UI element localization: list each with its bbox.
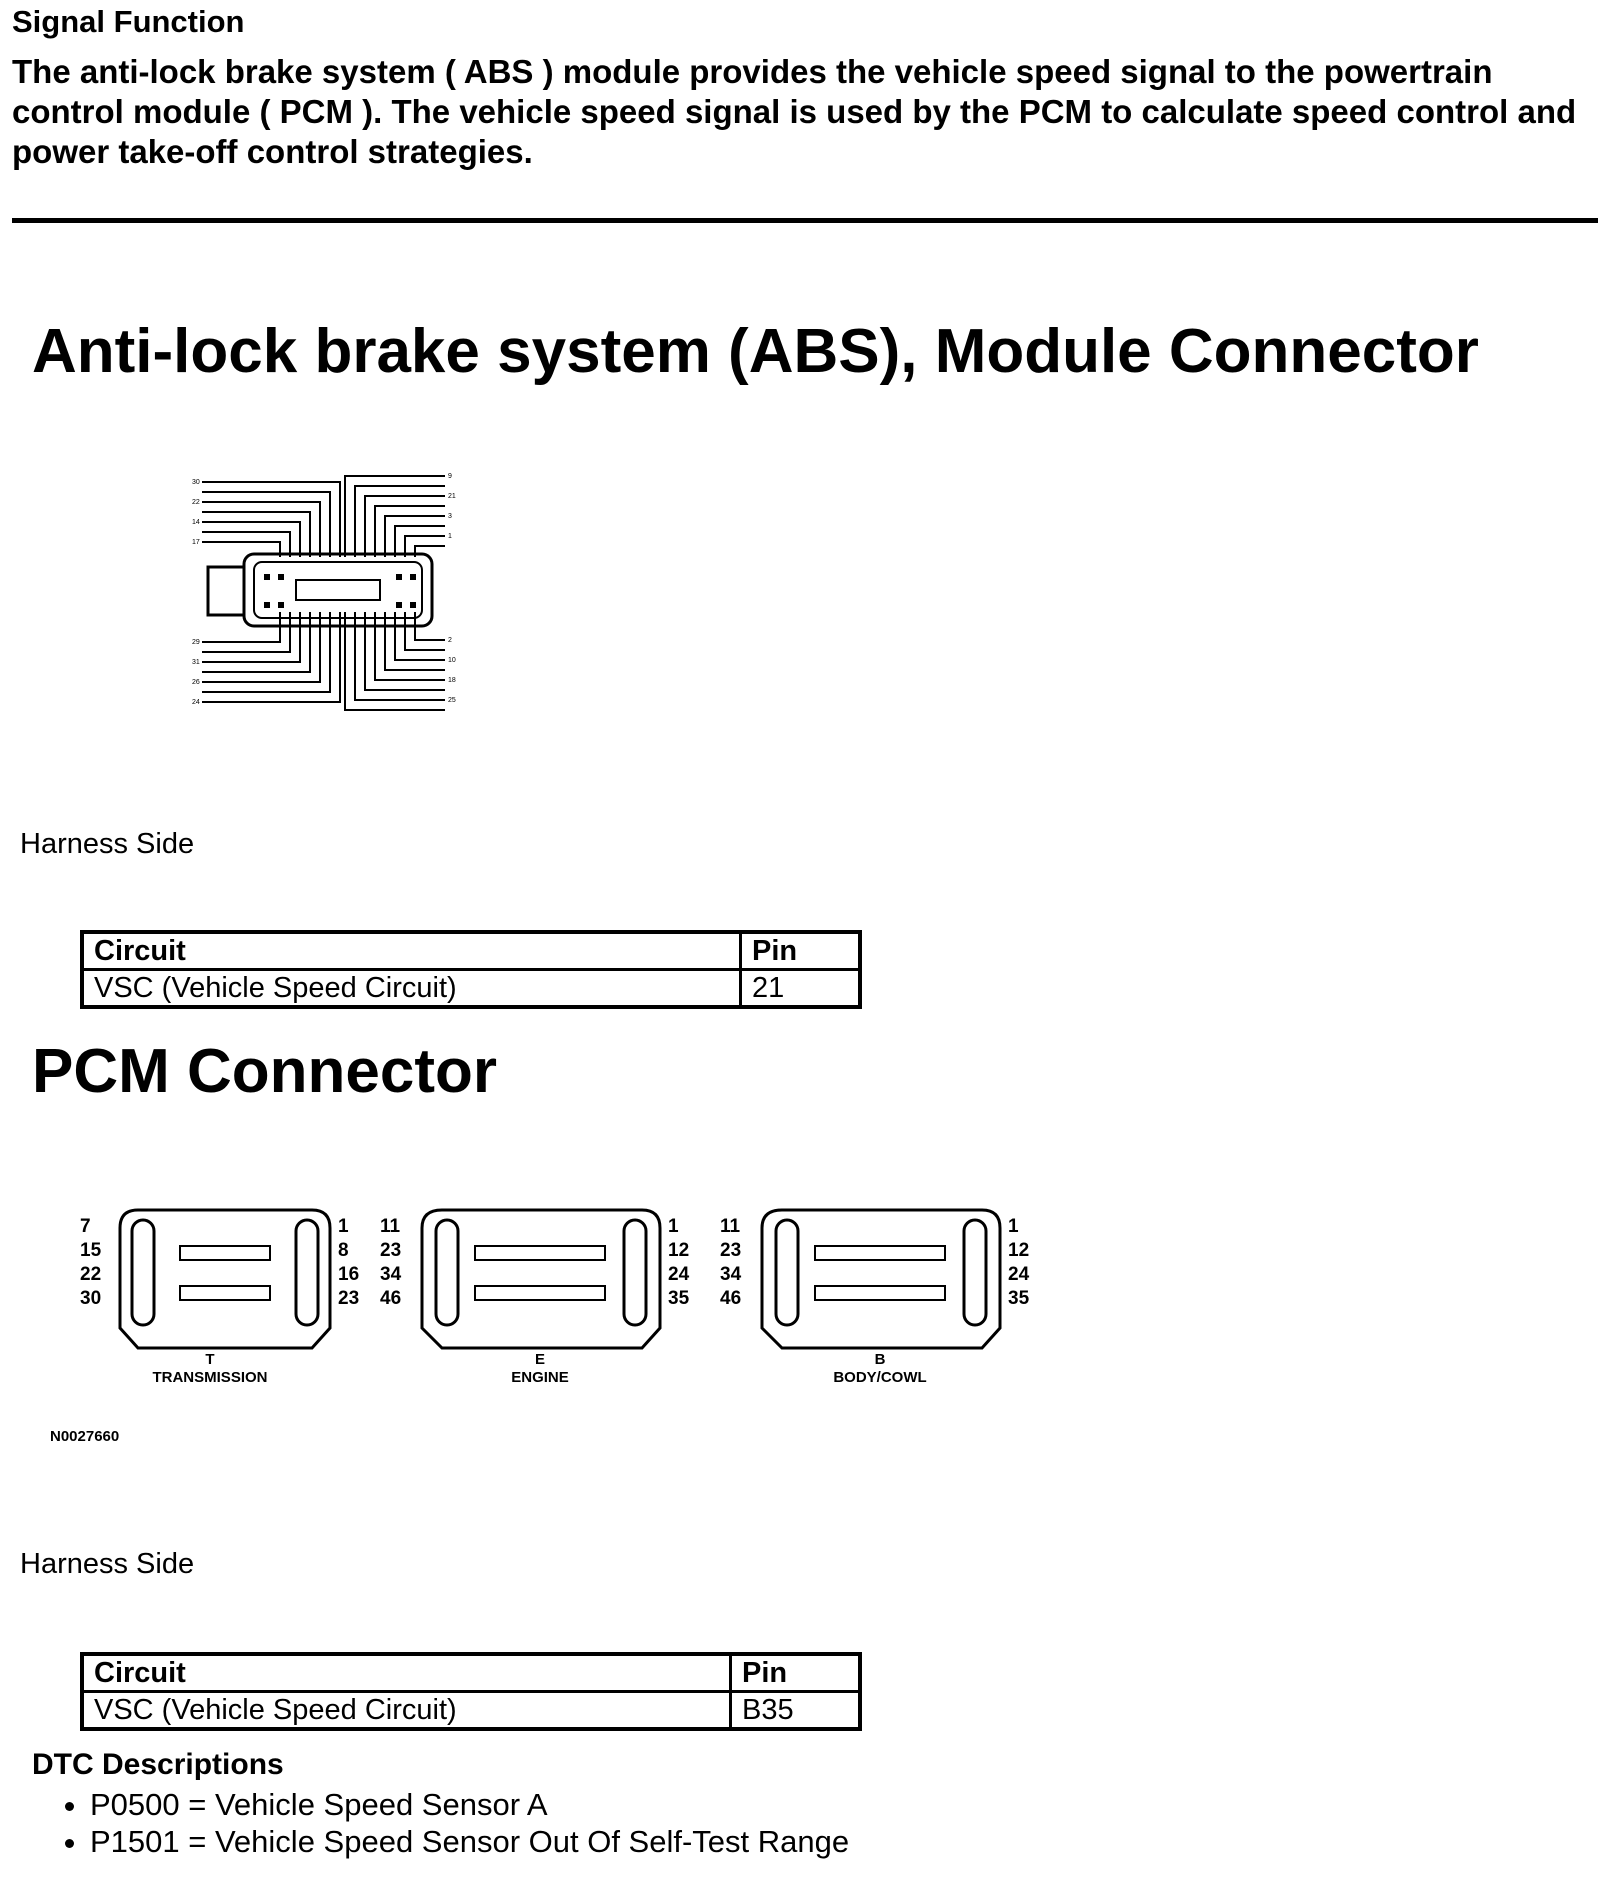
svg-text:22: 22 (192, 499, 200, 506)
svg-text:24: 24 (192, 699, 200, 706)
pin-label: 34 (380, 1264, 402, 1285)
pcm-connector-diagram: 7 15 22 30 1 8 16 23 11 23 34 46 1 12 24… (80, 1208, 1030, 1386)
svg-text:31: 31 (192, 659, 200, 666)
pin-label: 12 (668, 1240, 689, 1261)
list-item: P1501 = Vehicle Speed Sensor Out Of Self… (90, 1823, 849, 1860)
svg-text:18: 18 (448, 677, 456, 684)
signal-function-text: The anti-lock brake system ( ABS ) modul… (12, 53, 1577, 170)
pin-label: 1 (338, 1216, 349, 1237)
svg-text:2: 2 (448, 637, 452, 644)
figure-id: N0027660 (50, 1428, 120, 1445)
list-item: P0500 = Vehicle Speed Sensor A (90, 1786, 849, 1823)
pin-label: 24 (668, 1264, 690, 1285)
pin-label: 35 (1008, 1288, 1030, 1309)
pin-label: 23 (720, 1240, 741, 1261)
pin-label: 12 (1008, 1240, 1029, 1261)
circuit-column-header: Circuit (80, 930, 742, 971)
pin-column-header: Pin (739, 930, 862, 971)
svg-text:21: 21 (448, 493, 456, 500)
circuit-cell: VSC (Vehicle Speed Circuit) (80, 968, 742, 1009)
pin-label: 35 (668, 1288, 690, 1309)
dtc-heading: DTC Descriptions (32, 1748, 284, 1781)
pin-column-header: Pin (729, 1652, 862, 1693)
connector-name: BODY/COWL (833, 1369, 926, 1386)
connector-letter: E (535, 1351, 545, 1368)
table-header-row: Circuit Pin (80, 1652, 862, 1693)
pin-label: 16 (338, 1264, 359, 1285)
pin-label: 46 (720, 1288, 741, 1309)
pin-label: 1 (668, 1216, 679, 1237)
pcm-harness-side-label: Harness Side (20, 1548, 195, 1580)
svg-text:25: 25 (448, 697, 456, 704)
section-divider (12, 218, 1598, 223)
pin-label: 24 (1008, 1264, 1030, 1285)
dtc-list: P0500 = Vehicle Speed Sensor A P1501 = V… (50, 1786, 849, 1860)
svg-text:1: 1 (448, 533, 452, 540)
pin-label: 11 (380, 1216, 401, 1237)
svg-text:17: 17 (192, 539, 200, 546)
circuit-column-header: Circuit (80, 1652, 732, 1693)
svg-text:29: 29 (192, 639, 200, 646)
pin-label: 23 (380, 1240, 401, 1261)
connector-name: TRANSMISSION (152, 1369, 267, 1386)
abs-circuit-table: Circuit Pin VSC (Vehicle Speed Circuit) … (80, 930, 862, 1009)
pcm-connector-heading: PCM Connector (32, 1037, 497, 1106)
svg-text:26: 26 (192, 679, 200, 686)
abs-connector-heading: Anti-lock brake system (ABS), Module Con… (32, 317, 1479, 386)
connector-letter: B (875, 1351, 886, 1368)
pin-label: 11 (720, 1216, 741, 1237)
pcm-circuit-table: Circuit Pin VSC (Vehicle Speed Circuit) … (80, 1652, 862, 1731)
pin-label: 34 (720, 1264, 742, 1285)
svg-text:14: 14 (192, 519, 200, 526)
abs-harness-side-label: Harness Side (20, 828, 195, 860)
pin-label: 7 (80, 1216, 91, 1237)
pin-cell: 21 (739, 968, 862, 1009)
svg-text:10: 10 (448, 657, 456, 664)
pin-label: 15 (80, 1240, 102, 1261)
pin-label: 1 (1008, 1216, 1019, 1237)
table-row: VSC (Vehicle Speed Circuit) B35 (80, 1690, 862, 1731)
pin-label: 30 (80, 1288, 101, 1309)
pin-label: 23 (338, 1288, 359, 1309)
connector-name: ENGINE (511, 1369, 569, 1386)
circuit-cell: VSC (Vehicle Speed Circuit) (80, 1690, 732, 1731)
pin-label: 46 (380, 1288, 401, 1309)
svg-text:30: 30 (192, 479, 200, 486)
table-header-row: Circuit Pin (80, 930, 862, 971)
signal-function-heading: Signal Function (12, 4, 245, 39)
pin-label: 22 (80, 1264, 101, 1285)
svg-text:3: 3 (448, 513, 452, 520)
connector-letter: T (205, 1351, 214, 1368)
pin-cell: B35 (729, 1690, 862, 1731)
table-row: VSC (Vehicle Speed Circuit) 21 (80, 968, 862, 1009)
svg-text:9: 9 (448, 473, 452, 480)
pin-label: 8 (338, 1240, 349, 1261)
